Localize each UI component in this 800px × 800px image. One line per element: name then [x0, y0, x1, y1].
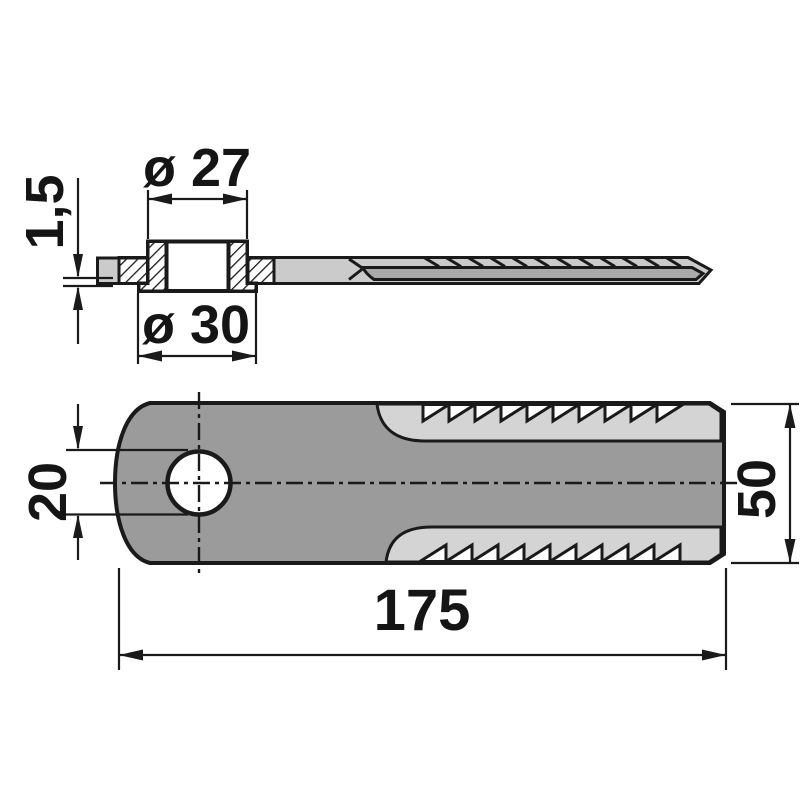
arrowhead-down	[73, 426, 83, 450]
dimension-offset-1-5: 1,5	[15, 174, 113, 344]
dimension-dia-30: ø 30	[136, 293, 258, 364]
arrowhead-left	[119, 649, 143, 661]
serration-teeth-top	[421, 403, 689, 424]
dimension-label-50: 50	[727, 459, 787, 519]
dimension-width-50: 50	[727, 402, 799, 565]
extension-lines-175	[117, 568, 728, 670]
clamp-wedge-right	[246, 256, 276, 285]
clamp-wedge-left	[117, 256, 150, 285]
dimension-label-offset: 1,5	[15, 174, 75, 249]
dimension-dia-27: ø 27	[143, 138, 251, 239]
blade-groove-strip	[360, 266, 706, 281]
plan-view: 20 50 175	[18, 392, 799, 670]
side-view: ø 27 ø 30 1,5	[15, 138, 714, 364]
arrowhead-left	[148, 193, 172, 205]
extension-lines-50	[731, 402, 799, 565]
dimension-label-dia27: ø 27	[143, 138, 251, 198]
arrowhead-left	[138, 350, 162, 362]
arrowhead-up	[784, 404, 796, 428]
blade-groove-v-lines	[348, 257, 364, 281]
side-serration-ticks	[423, 256, 682, 268]
extension-lines-dia30	[136, 293, 258, 364]
dimension-hole-20: 20	[18, 404, 188, 560]
arrowhead-right	[702, 649, 726, 661]
dimension-label-dia30: ø 30	[142, 295, 250, 355]
arrowhead-up	[73, 286, 83, 310]
arrowhead-right	[223, 193, 247, 205]
hub-bore	[164, 239, 231, 293]
arrowhead-up	[73, 514, 83, 538]
dimension-label-20: 20	[18, 462, 78, 522]
extension-lines-20	[66, 448, 188, 516]
arrowhead-down	[73, 254, 83, 278]
serration-teeth-bottom	[414, 542, 682, 563]
dimension-label-175: 175	[374, 578, 471, 643]
arrowhead-right	[232, 350, 256, 362]
blade-left-stub	[96, 256, 121, 285]
arrowhead-down	[784, 539, 796, 563]
measured-edge-lines	[63, 276, 113, 288]
dimension-length-175: 175	[117, 568, 728, 670]
